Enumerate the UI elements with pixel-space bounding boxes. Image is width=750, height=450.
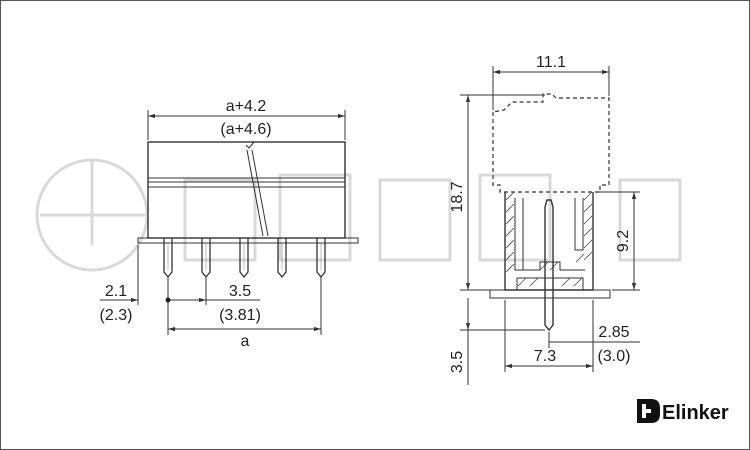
dim-width: 11.1 — [536, 54, 566, 71]
dim-pin-pos-alt: (3.0) — [598, 348, 631, 365]
front-pin-4 — [277, 238, 287, 279]
dim-pitch: 3.5 — [229, 283, 251, 300]
dim-edge-offset-alt: (2.3) — [100, 307, 133, 324]
side-view: 11.1 18.7 3.5 9.2 7.3 2.85 (3.0) — [449, 54, 640, 385]
dim-pitch-alt: (3.81) — [219, 307, 261, 324]
dim-pin-length: 3.5 — [449, 351, 466, 373]
dim-overall-width-alt: (a+4.6) — [220, 121, 271, 138]
side-board — [489, 289, 611, 299]
dim-pin-offset: 7.3 — [534, 348, 556, 365]
dim-overall-width: a+4.2 — [226, 98, 267, 115]
elinker-logo-icon — [637, 399, 660, 423]
dim-span: a — [241, 333, 250, 350]
pin-row — [163, 238, 326, 279]
brand-logo: Elinker — [637, 399, 729, 424]
dim-height: 18.7 — [449, 181, 466, 212]
front-housing — [147, 141, 346, 239]
wall-hatch — [505, 191, 593, 287]
dim-pin-pos: 2.85 — [598, 324, 629, 341]
watermark — [35, 158, 682, 272]
mating-plug-outline — [492, 93, 610, 193]
dim-base-height: 9.2 — [615, 230, 632, 252]
dim-edge-offset: 2.1 — [105, 283, 127, 300]
front-view: a+4.2 (a+4.6) 2.1 (2.3) 3.5 (3.81) a — [100, 98, 359, 350]
brand-name: Elinker — [662, 402, 729, 424]
side-pin — [544, 199, 554, 332]
front-pin-3 — [239, 238, 249, 279]
